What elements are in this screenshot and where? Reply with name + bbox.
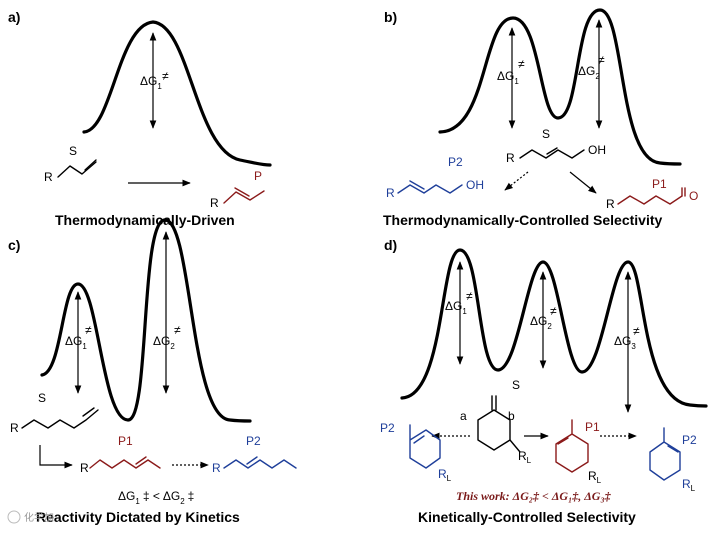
panel-c-p1-label: P1	[118, 434, 133, 448]
svg-text:≠: ≠	[598, 53, 605, 67]
panel-c-start-arrow	[39, 445, 73, 469]
panel-c-start-molecule	[21, 409, 99, 429]
panel-d-site-a: a	[460, 409, 467, 423]
panel-b-arrow-p2	[504, 171, 529, 191]
svg-text:≠: ≠	[466, 289, 473, 303]
panel-d-p2-right-label: P2	[682, 433, 697, 447]
panel-b-p1-label: P1	[652, 177, 667, 191]
panel-c: c) ΔG1 ≠ ΔG2 ≠ S R P1 R P2 R ΔG1‡ <ΔG2‡ …	[8, 218, 297, 525]
panel-d-label: d)	[384, 237, 397, 253]
panel-b-start-oh: OH	[588, 143, 606, 157]
panel-d-energy-curve	[400, 248, 708, 408]
panel-d-p1-rl: RL	[588, 469, 602, 485]
panel-c-caption: Reactivity Dictated by Kinetics	[36, 509, 240, 525]
panel-b-arrow-p1	[569, 171, 597, 194]
panel-c-energy-curve	[40, 218, 252, 423]
watermark-text: 化学加	[24, 511, 54, 524]
panel-b-barrier2-label: ΔG2	[578, 64, 600, 81]
panel-d-start-label: S	[512, 378, 520, 392]
panel-c-p1-r: R	[80, 461, 89, 475]
panel-a-start-label: S	[69, 144, 77, 158]
panel-d-note: This work: ΔG₂‡ < ΔG₁‡, ΔG₃‡	[456, 489, 612, 503]
panel-a-product-r: R	[210, 196, 219, 210]
panel-a-energy-curve	[82, 20, 272, 167]
panel-c-start-r: R	[10, 421, 19, 435]
panel-d-start-ring	[477, 409, 511, 451]
svg-text:≠: ≠	[174, 323, 181, 337]
svg-text:≠: ≠	[550, 304, 557, 318]
panel-c-barrier1-label: ΔG1	[65, 334, 87, 351]
panel-a-product-molecule	[223, 190, 265, 204]
panel-a-label: a)	[8, 9, 20, 25]
panel-b-start-r: R	[506, 151, 515, 165]
panel-b-start-molecule	[519, 149, 585, 159]
panel-b-p1-o: O	[689, 189, 698, 203]
panel-d: d) ΔG1 ≠ ΔG2 ≠ ΔG3 ≠ S a b RL P2 RL P	[380, 237, 708, 525]
panel-d-p2-right-molecule	[649, 427, 681, 481]
panel-b-barrier1-label: ΔG1	[497, 69, 519, 86]
panel-c-p1-molecule	[89, 459, 161, 469]
panel-a-start-r: R	[44, 170, 53, 184]
panel-d-start-rl: RL	[518, 449, 532, 465]
panel-b-p2-label: P2	[448, 155, 463, 169]
panel-a-caption: Thermodynamically-Driven	[55, 212, 235, 228]
panel-b-start-label: S	[542, 127, 550, 141]
panel-c-barrier2-label: ΔG2	[153, 334, 175, 351]
panel-a-product-label: P	[254, 169, 262, 183]
panel-b-caption: Thermodynamically-Controlled Selectivity	[383, 212, 663, 228]
panel-a-start-molecule	[57, 161, 97, 178]
panel-b-p2-molecule	[397, 184, 463, 194]
panel-b-p1-r: R	[606, 197, 615, 211]
panel-c-inequality: ΔG1‡ <ΔG2‡	[118, 489, 194, 506]
watermark-logo-icon	[7, 510, 21, 524]
panel-b-p2-r: R	[386, 186, 395, 200]
panel-d-p2-right-rl: RL	[682, 477, 696, 493]
panel-b-energy-curve	[438, 8, 682, 166]
panel-a-barrier-ts: ≠	[162, 69, 169, 83]
panel-d-barrier1-label: ΔG1	[445, 299, 467, 316]
panel-a: a) ΔG1 ≠ S R P R Thermodynamically-Drive…	[8, 9, 272, 228]
svg-text:≠: ≠	[633, 324, 640, 338]
panel-d-start-exo-double-bond	[491, 395, 497, 411]
panel-b: b) ΔG1 ≠ ΔG2 ≠ S R OH P2 R OH P1 R O The…	[383, 8, 698, 228]
panel-b-label: b)	[384, 9, 397, 25]
panel-b-p1-molecule	[617, 195, 683, 205]
panel-d-p1-molecule	[555, 419, 589, 473]
panel-d-p1-label: P1	[585, 420, 600, 434]
panel-c-start-label: S	[38, 391, 46, 405]
panel-d-barrier3-label: ΔG3	[614, 334, 636, 351]
panel-d-caption: Kinetically-Controlled Selectivity	[418, 509, 636, 525]
panel-a-barrier-label: ΔG1	[140, 74, 162, 91]
panel-c-p2-r: R	[212, 461, 221, 475]
panel-c-p2-label: P2	[246, 434, 261, 448]
watermark: 化学加	[7, 510, 54, 524]
panel-d-p2-left-label: P2	[380, 421, 395, 435]
panel-b-p2-oh: OH	[466, 178, 484, 192]
panel-c-p2-molecule	[223, 459, 297, 469]
panel-c-label: c)	[8, 237, 20, 253]
svg-text:≠: ≠	[518, 57, 525, 71]
panel-d-barrier2-label: ΔG2	[530, 314, 552, 331]
panel-d-p2-left-rl: RL	[438, 467, 452, 483]
panel-d-p2-left-molecule	[409, 424, 441, 469]
panel-d-site-b: b	[508, 409, 515, 423]
svg-text:≠: ≠	[85, 323, 92, 337]
